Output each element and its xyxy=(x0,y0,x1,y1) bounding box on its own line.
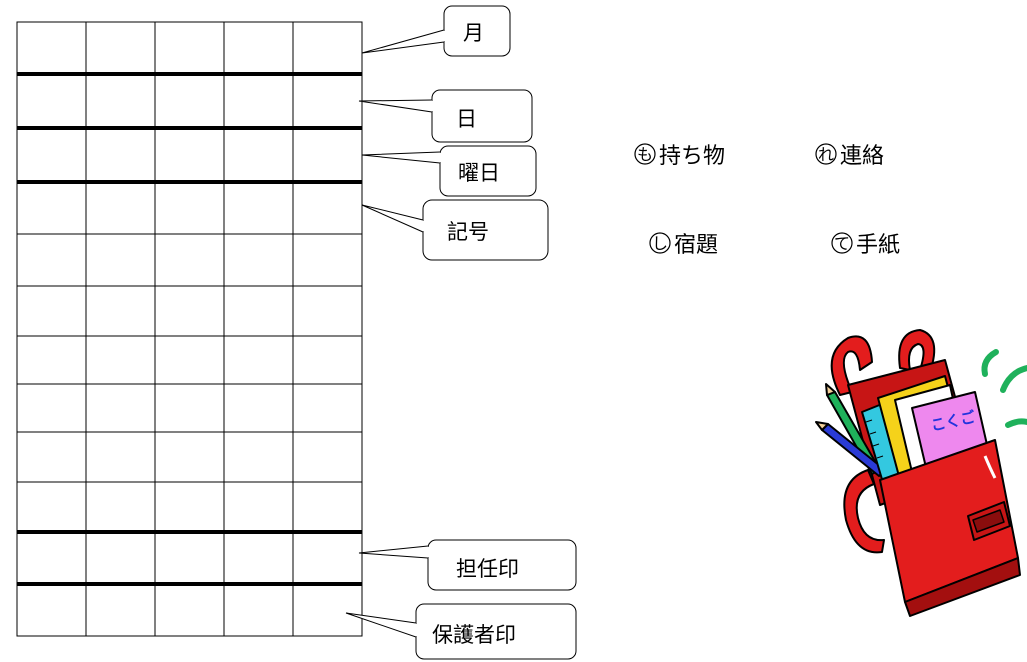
circle-mark-icon xyxy=(649,232,671,254)
legend-item-belongings: も 持ち物 xyxy=(634,143,725,169)
grid-cell xyxy=(85,481,156,533)
grid-cell xyxy=(292,583,363,637)
grid-cell xyxy=(16,383,87,433)
grid-cell xyxy=(16,335,87,385)
legend-item-homework: し 宿題 xyxy=(649,232,718,258)
legend-mark: て xyxy=(834,234,850,253)
grid-cell xyxy=(223,531,294,585)
circle-mark-icon xyxy=(815,143,837,165)
legend-item-contact: れ 連絡 xyxy=(815,143,884,169)
legend-mark: し xyxy=(652,234,668,253)
grid-cell xyxy=(223,583,294,637)
grid-cell xyxy=(85,335,156,385)
grid-cell xyxy=(154,285,225,337)
callout-month-label: 月 xyxy=(463,21,484,45)
grid-cell xyxy=(292,531,363,585)
grid-cell xyxy=(292,285,363,337)
callout-guardian-stamp: 保護者印 xyxy=(345,603,577,660)
callout-month: 月 xyxy=(361,5,511,57)
grid-cell xyxy=(16,583,87,637)
grid-cell xyxy=(223,181,294,235)
grid-cell xyxy=(154,21,225,75)
grid-cell xyxy=(154,233,225,287)
callout-teacher-stamp-label: 担任印 xyxy=(456,557,519,581)
grid-cell xyxy=(154,583,225,637)
callout-day: 日 xyxy=(358,89,533,143)
grid-cell xyxy=(85,583,156,637)
circle-mark-icon xyxy=(634,143,656,165)
grid-cell xyxy=(16,181,87,235)
legend: も 持ち物 れ 連絡 し 宿題 て 手紙 xyxy=(634,143,900,258)
grid-cell xyxy=(223,481,294,533)
grid-cell xyxy=(223,233,294,287)
grid-cell xyxy=(223,383,294,433)
grid-cell xyxy=(16,285,87,337)
grid-cell xyxy=(16,233,87,287)
grid-cell xyxy=(85,531,156,585)
grid-cell xyxy=(223,335,294,385)
grid-cell xyxy=(85,127,156,183)
grid-cell xyxy=(292,21,363,75)
grid-cell xyxy=(85,431,156,483)
grid-cell xyxy=(292,335,363,385)
grid-cell xyxy=(292,73,363,129)
grid-cell xyxy=(292,127,363,183)
grid-cell xyxy=(16,21,87,75)
grid-cell xyxy=(223,127,294,183)
callout-symbol-label: 記号 xyxy=(447,220,489,244)
grid-cell xyxy=(154,431,225,483)
schedule-grid xyxy=(16,21,363,637)
legend-mark: も xyxy=(637,145,653,164)
grid-cell xyxy=(223,285,294,337)
grid-cell xyxy=(292,383,363,433)
grid-cell xyxy=(85,181,156,235)
grid-cell xyxy=(223,73,294,129)
grid-cell xyxy=(16,531,87,585)
grid-cell xyxy=(85,73,156,129)
callout-symbol: 記号 xyxy=(361,199,549,261)
grid-cell xyxy=(223,431,294,483)
callout-day-label: 日 xyxy=(456,107,477,131)
grid-cell xyxy=(154,481,225,533)
grid-cell xyxy=(85,233,156,287)
school-bag-icon: こくご xyxy=(815,329,1027,617)
grid-cell xyxy=(154,73,225,129)
grid-cell xyxy=(85,383,156,433)
grid-cell xyxy=(154,531,225,585)
legend-mark: れ xyxy=(818,145,834,164)
legend-item-letter: て 手紙 xyxy=(831,232,900,258)
legend-label: 持ち物 xyxy=(659,144,725,169)
legend-label: 手紙 xyxy=(856,233,900,258)
grid-cell xyxy=(292,233,363,287)
grid-cell xyxy=(16,73,87,129)
grid-cell xyxy=(154,181,225,235)
legend-label: 連絡 xyxy=(840,144,884,169)
grid-cell xyxy=(223,21,294,75)
callout-guardian-stamp-label: 保護者印 xyxy=(432,623,516,647)
grid-cell xyxy=(292,481,363,533)
callout-weekday: 曜日 xyxy=(361,145,537,197)
grid-cell xyxy=(16,481,87,533)
circle-mark-icon xyxy=(831,232,853,254)
grid-cell xyxy=(292,181,363,235)
callout-weekday-label: 曜日 xyxy=(458,161,500,185)
grid-cell xyxy=(154,127,225,183)
grid-cell xyxy=(154,383,225,433)
grid-cell xyxy=(85,21,156,75)
callout-teacher-stamp: 担任印 xyxy=(358,539,577,591)
grid-cell xyxy=(16,127,87,183)
grid-cell xyxy=(154,335,225,385)
grid-cell xyxy=(16,431,87,483)
grid-cell xyxy=(292,431,363,483)
legend-label: 宿題 xyxy=(674,233,718,258)
grid-cell xyxy=(85,285,156,337)
